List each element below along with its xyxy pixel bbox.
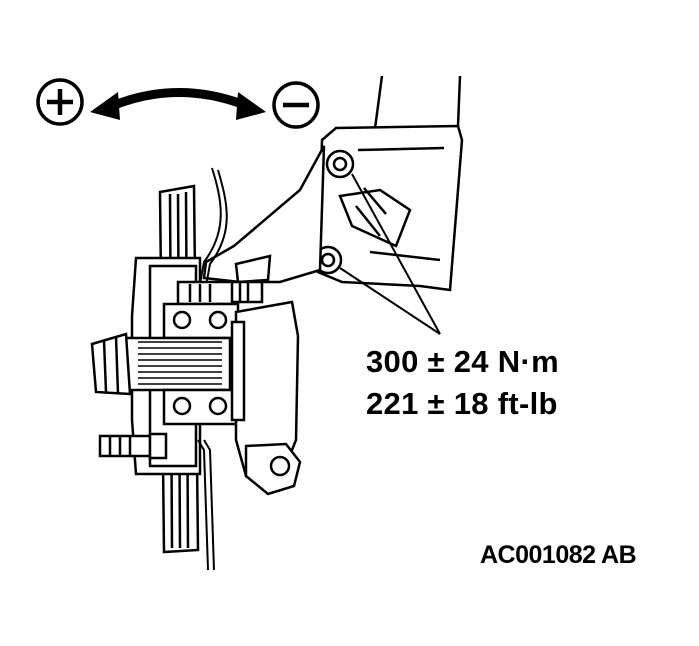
stud-bolt — [230, 280, 264, 304]
minus-sign-icon — [272, 81, 320, 129]
torque-metric-label: 300 ± 24 N·m — [366, 344, 559, 379]
double-headed-arrow-icon — [90, 88, 266, 120]
brake-wire — [197, 167, 228, 571]
steering-knuckle — [230, 300, 302, 496]
wheel-stud — [98, 432, 168, 460]
torque-imperial-label: 221 ± 18 ft-lb — [366, 386, 558, 421]
callout-leader-lines — [339, 173, 441, 335]
axle-nut — [90, 332, 132, 396]
upper-bolt — [325, 149, 355, 179]
strut-bracket — [316, 124, 464, 292]
plus-sign-icon — [36, 78, 84, 126]
axle-splines — [124, 336, 232, 392]
upper-bearing — [162, 280, 240, 340]
strut-tube — [372, 75, 462, 137]
lower-bearing — [162, 388, 240, 426]
figure-id-label: AC001082 AB — [480, 541, 637, 569]
knuckle-arm — [202, 145, 326, 284]
